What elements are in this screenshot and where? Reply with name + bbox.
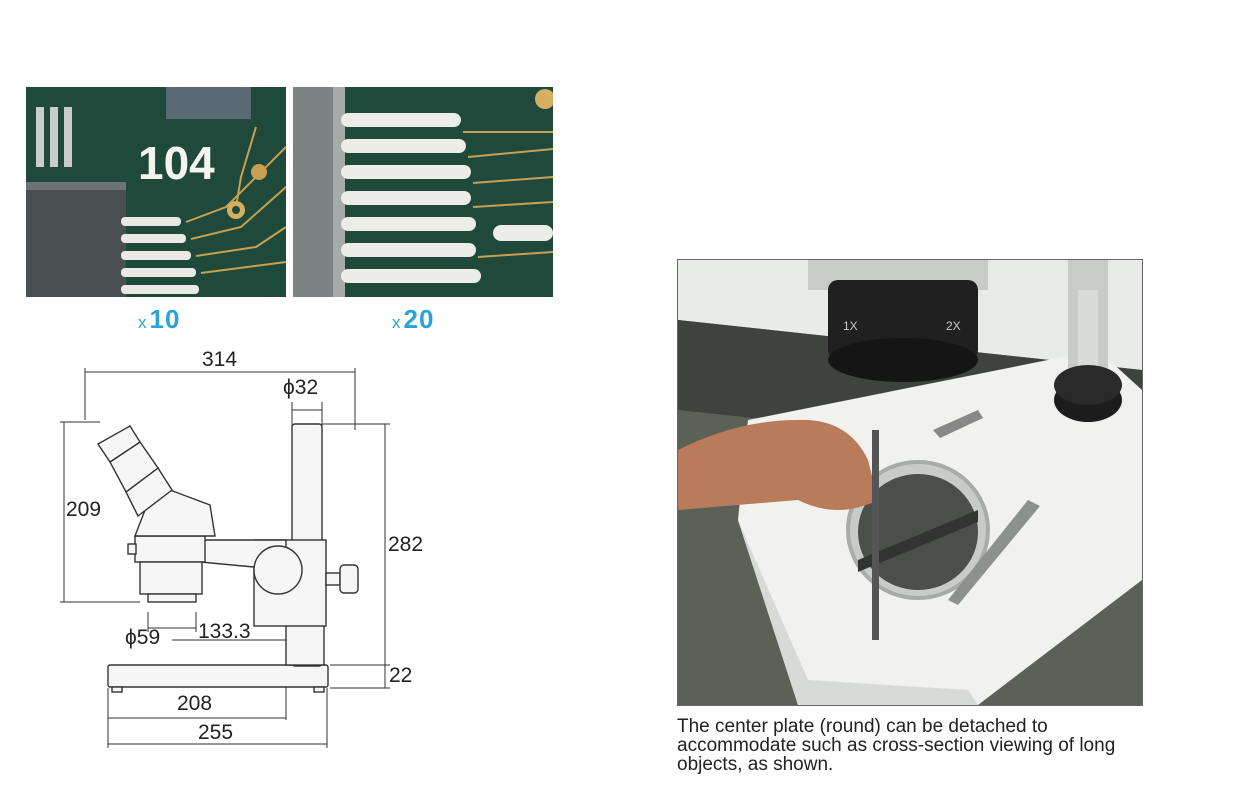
zoom-1x-marking: 1X — [843, 319, 858, 333]
dim-base-width: 255 — [198, 721, 234, 744]
dim-base-inner: 208 — [177, 692, 213, 715]
microscope-dimension-drawing — [60, 368, 390, 748]
center-plate-photo: 1X 2X — [677, 259, 1143, 706]
dim-working-distance: 133.3 — [198, 620, 251, 643]
dim-objective-diameter: ϕ59 — [125, 626, 161, 649]
pcb-photo-x10: 104 — [26, 87, 286, 297]
zoom-2x-marking: 2X — [946, 319, 961, 333]
photo-caption: The center plate (round) can be detached… — [677, 716, 1116, 775]
pcb-marking: 104 — [138, 137, 215, 189]
dim-eyepiece-height: 209 — [66, 498, 102, 521]
magnification-label-x10: x10 — [138, 304, 181, 334]
dim-base-height: 22 — [389, 664, 413, 687]
dim-overall-width: 314 — [202, 348, 238, 371]
pcb-photo-x20 — [293, 87, 553, 297]
magnification-label-x20: x20 — [392, 304, 435, 334]
dim-column-height: 282 — [388, 533, 424, 556]
dim-column-diameter: ϕ32 — [283, 376, 319, 399]
